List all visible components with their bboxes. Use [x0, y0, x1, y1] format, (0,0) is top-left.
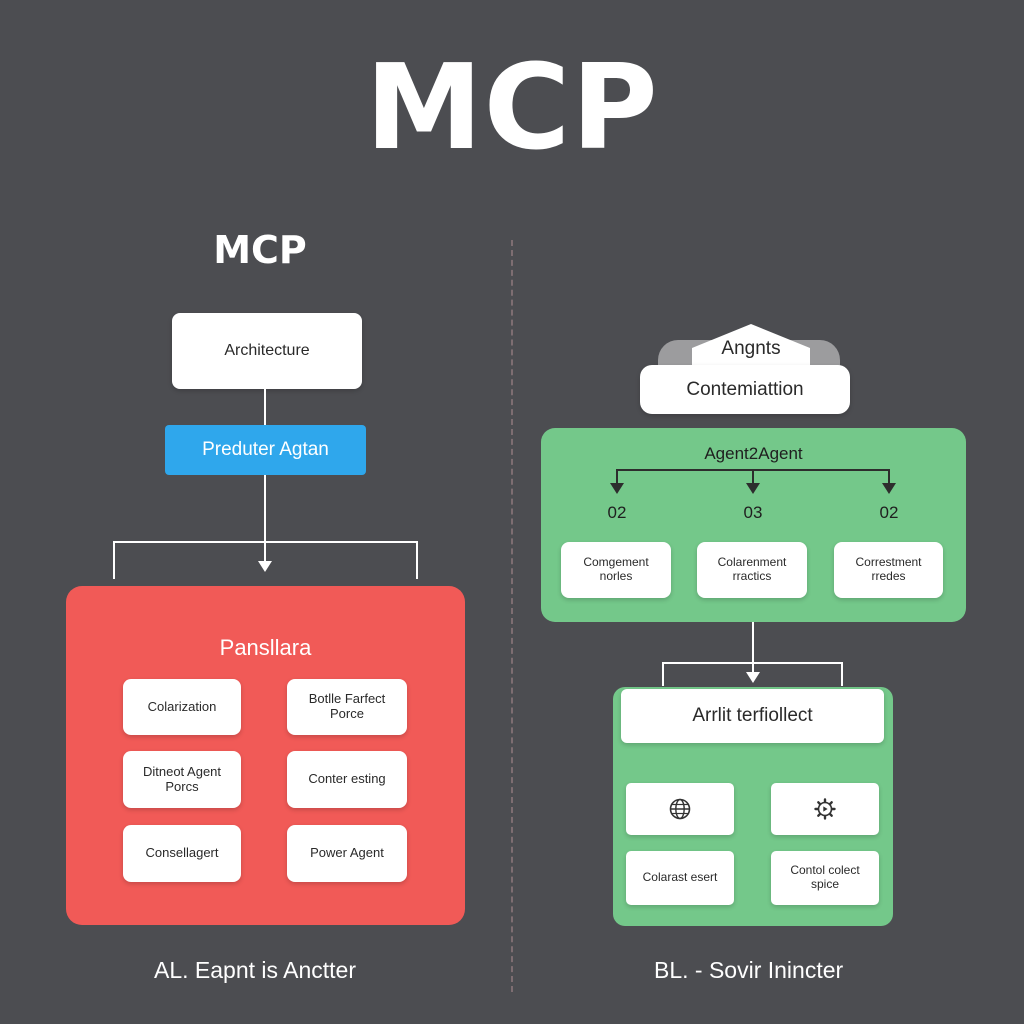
gear-icon — [814, 798, 836, 820]
a2a-item: Comgement norles — [561, 542, 671, 598]
contemiattion-label: Contemiattion — [686, 378, 804, 400]
step-number: 03 — [743, 503, 763, 522]
connector-line — [752, 622, 754, 677]
panel-item: Ditneot Agent Porcs — [123, 751, 241, 808]
agent2agent-panel: Agent2Agent 02 03 02 Comgement norles Co… — [541, 428, 966, 622]
a2a-connector — [752, 469, 754, 483]
connector-line — [264, 475, 266, 563]
right-caption: BL. - Sovir Inincter — [654, 957, 844, 983]
lower-item: Colarast esert — [626, 851, 734, 905]
bracket-left-leg — [662, 662, 664, 686]
a2a-title: Agent2Agent — [704, 444, 803, 463]
arrow-down-icon — [746, 672, 760, 683]
panel-item: Conter esting — [287, 751, 407, 808]
producer-agent-box: Preduter Agtan — [165, 425, 366, 475]
contemiattion-box: Contemiattion — [640, 365, 850, 414]
a2a-connector — [888, 469, 890, 483]
panel-item: Consellagert — [123, 825, 241, 882]
a2a-item: Colarenment rractics — [697, 542, 807, 598]
main-title: MCP — [365, 38, 659, 176]
arrow-down-icon — [610, 483, 624, 494]
architecture-box: Architecture — [172, 313, 362, 389]
cloud-top-label: Angnts — [721, 338, 781, 359]
a2a-item: Correstment rredes — [834, 542, 943, 598]
step-number: 02 — [879, 503, 899, 522]
arrow-down-icon — [746, 483, 760, 494]
bracket-line — [113, 541, 418, 543]
a2a-connector — [616, 469, 618, 483]
lower-item: Contol colect spice — [771, 851, 879, 905]
connector-line — [264, 389, 266, 425]
arrow-down-icon — [882, 483, 896, 494]
panel-title: Pansllara — [219, 635, 312, 660]
arrow-down-icon — [258, 561, 272, 572]
producer-agent-label: Preduter Agtan — [202, 439, 329, 460]
gear-tile — [771, 783, 879, 835]
left-caption: AL. Eapnt is Anctter — [154, 957, 357, 983]
bracket-right-leg — [841, 662, 843, 686]
panel-item: Power Agent — [287, 825, 407, 882]
globe-icon — [669, 798, 691, 820]
pansllara-panel: Pansllara Colarization Botlle Farfect Po… — [66, 586, 465, 925]
panel-item: Botlle Farfect Porce — [287, 679, 407, 735]
lower-header: Arrlit terfiollect — [621, 689, 884, 743]
lower-panel: Arrlit terfiollect Cola — [613, 687, 893, 926]
panel-item: Colarization — [123, 679, 241, 735]
center-divider — [511, 240, 513, 992]
step-number: 02 — [607, 503, 627, 522]
bracket-line — [662, 662, 843, 664]
architecture-label: Architecture — [224, 341, 310, 359]
globe-tile — [626, 783, 734, 835]
bracket-right-leg — [416, 541, 418, 579]
cloud-top-shape — [692, 324, 810, 370]
left-subtitle: MCP — [213, 228, 307, 272]
bracket-left-leg — [113, 541, 115, 579]
